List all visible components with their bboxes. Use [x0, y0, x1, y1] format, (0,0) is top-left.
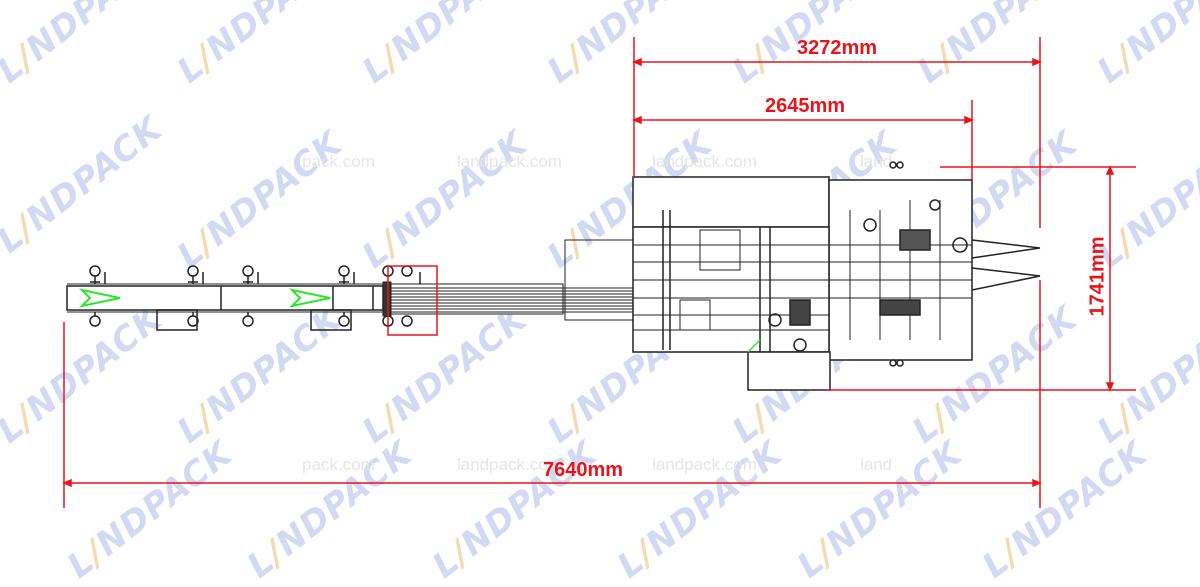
main-machine-body	[564, 161, 1041, 391]
watermark-url: pack.com	[302, 455, 375, 474]
watermark-url: landpack.com	[457, 152, 562, 171]
dimension-label-frame-length: 2645mm	[765, 95, 846, 117]
feed-rails	[382, 281, 640, 317]
conveyor-leg	[89, 312, 413, 327]
watermark-url: land	[860, 455, 893, 474]
dimension-label-main-length: 3272mm	[797, 37, 878, 59]
watermark-url: landpack.com	[652, 152, 757, 171]
dimension-label-width: 1741mm	[1086, 236, 1109, 317]
flow-arrow-icon	[78, 288, 121, 308]
watermark-url: land	[860, 152, 893, 171]
machine-drawing	[62, 37, 1136, 508]
watermark-url: landpack.com	[652, 455, 757, 474]
dimension-label-overall-length: 7640mm	[543, 459, 624, 481]
watermark-url: pack.com	[302, 152, 375, 171]
highlight-box	[387, 265, 438, 336]
watermark-url: landpack.com	[457, 455, 562, 474]
infeed-conveyor	[66, 265, 640, 331]
flow-arrow-icon	[288, 288, 331, 308]
conveyor-leg	[89, 265, 421, 284]
dimension-lines	[62, 37, 1136, 508]
